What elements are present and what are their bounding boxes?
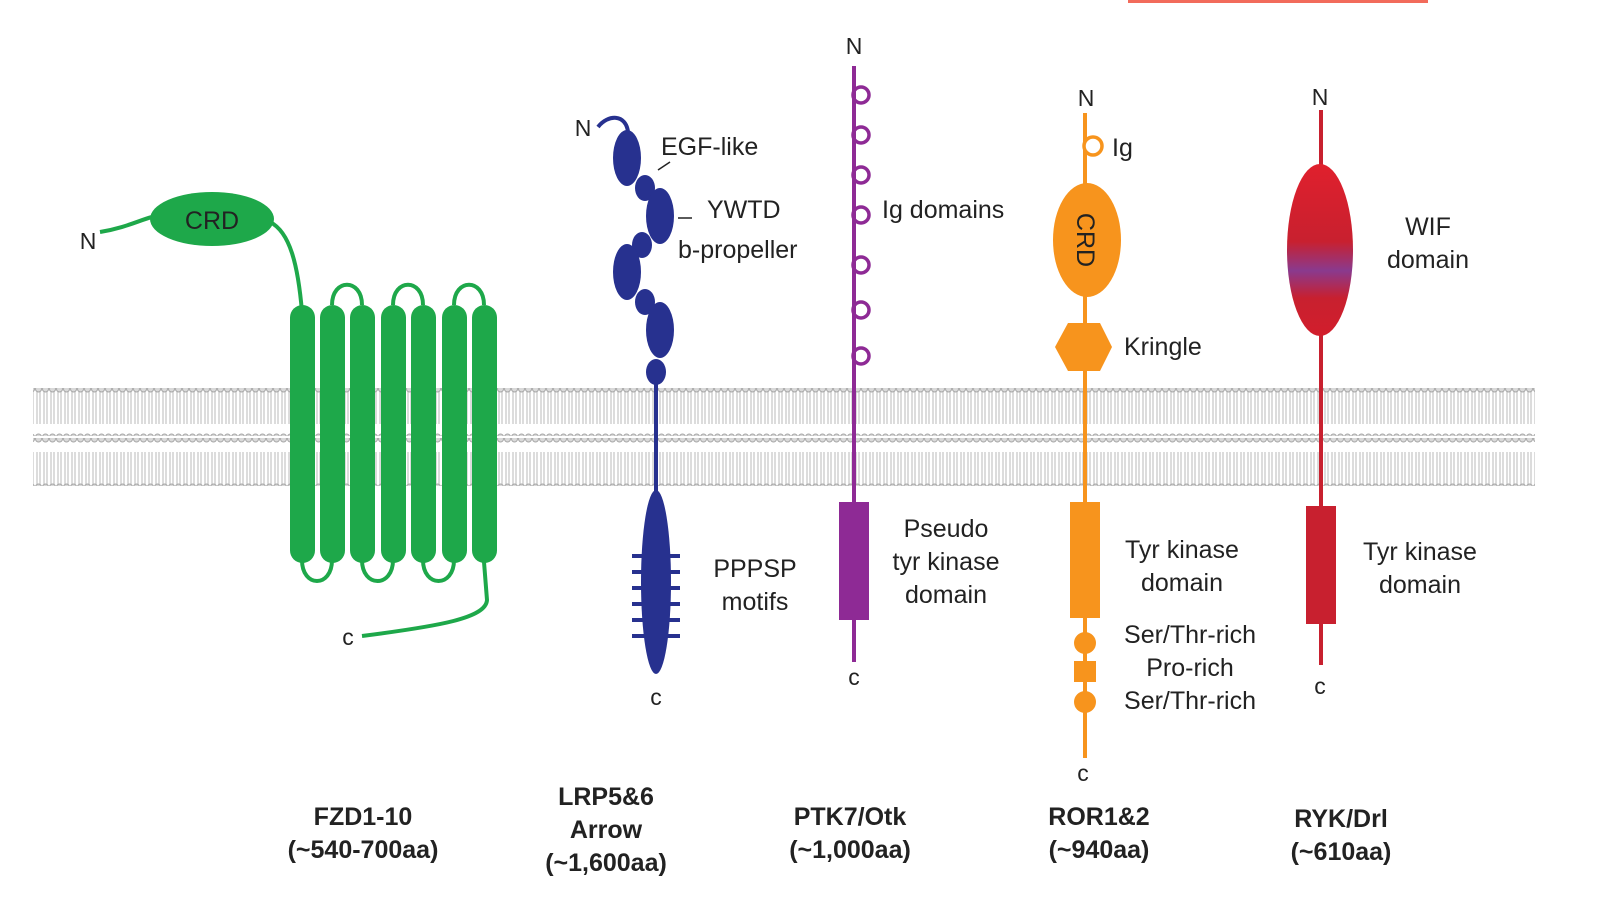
ror-c-terminus-label: c xyxy=(1077,760,1089,786)
fzd-crd-domain xyxy=(150,192,274,246)
fzd-transmembrane-helix xyxy=(442,305,467,563)
ryk-receptor: N WIF domain Tyr kinase domain c xyxy=(1287,84,1477,699)
fzd-transmembrane-helix xyxy=(381,305,406,563)
ror-ig-domain xyxy=(1082,135,1104,157)
fzd-linker xyxy=(268,220,304,313)
ryk-kinase-label-1: Tyr kinase xyxy=(1363,538,1477,566)
ptk7-n-terminus-label: N xyxy=(846,33,863,59)
fzd-name: FZD1-10 xyxy=(314,803,413,831)
ryk-size: (~610aa) xyxy=(1291,838,1392,866)
ror-motif-label-2: Pro-rich xyxy=(1146,654,1234,682)
ror-kinase-label-1: Tyr kinase xyxy=(1125,536,1239,564)
ryk-name: RYK/Drl xyxy=(1294,805,1388,833)
lrp-receptor: N EGF-like YWTD b-propeller PPPSP motifs… xyxy=(575,115,798,710)
fzd-size: (~540-700aa) xyxy=(288,836,439,864)
fzd-loop-extracellular xyxy=(391,282,425,306)
ptk7-ig-label: Ig domains xyxy=(882,196,1004,224)
lrp-alias: Arrow xyxy=(570,816,643,844)
lrp-propeller-label: b-propeller xyxy=(678,236,798,264)
ryk-tyr-kinase-domain xyxy=(1306,506,1336,624)
lrp-ywtd-propeller xyxy=(646,188,674,244)
lrp-ywtd-propeller xyxy=(613,130,641,186)
ror-size: (~940aa) xyxy=(1049,836,1150,864)
membrane-inner-leaflet xyxy=(33,438,1535,486)
lrp-egf-repeat xyxy=(646,359,666,385)
fzd-loop-intracellular xyxy=(300,559,334,583)
ror-crd-domain xyxy=(1053,183,1121,297)
ror-kinase-label-2: domain xyxy=(1141,569,1223,597)
ptk7-size: (~1,000aa) xyxy=(789,836,911,864)
ptk7-pseudo-kinase-domain xyxy=(839,502,869,620)
ryk-n-terminus-label: N xyxy=(1312,84,1329,110)
lrp-size: (~1,600aa) xyxy=(545,849,667,877)
ryk-wif-label-2: domain xyxy=(1387,246,1469,274)
ryk-wif-domain xyxy=(1287,164,1353,336)
lrp-n-terminus-label: N xyxy=(575,115,592,141)
ror-ig-label: Ig xyxy=(1112,134,1133,162)
ptk7-kinase-label-1: Pseudo xyxy=(904,515,989,543)
fzd-n-terminal-chain xyxy=(99,215,153,234)
fzd-transmembrane-helix xyxy=(472,305,497,563)
membrane-outer-leaflet xyxy=(33,388,1535,436)
fzd-transmembrane-helix xyxy=(320,305,345,563)
receptor-names: FZD1-10 (~540-700aa) LRP5&6 Arrow (~1,60… xyxy=(288,783,1392,877)
fzd-c-terminus-label: c xyxy=(342,624,354,650)
lrp-ywtd-label: YWTD xyxy=(707,196,781,224)
ror-ser-thr-rich-motif xyxy=(1074,632,1096,654)
fzd-transmembrane-helix xyxy=(350,305,375,563)
ror-motif-label-1: Ser/Thr-rich xyxy=(1124,621,1256,649)
ptk7-kinase-label-2: tyr kinase xyxy=(893,548,1000,576)
lrp-name: LRP5&6 xyxy=(558,783,654,811)
fzd-transmembrane-helix xyxy=(411,305,436,563)
fzd-receptor: CRD N c xyxy=(80,192,497,650)
lrp-n-terminal-chain xyxy=(596,115,630,133)
ror-tyr-kinase-domain xyxy=(1070,502,1100,618)
fzd-transmembrane-helix xyxy=(290,305,315,563)
ror-ser-thr-rich-motif xyxy=(1074,691,1096,713)
lrp-ppsp-motifs xyxy=(632,554,680,638)
ror-crd-label: CRD xyxy=(1071,213,1099,267)
fzd-loop-intracellular xyxy=(421,559,456,583)
ryk-kinase-label-2: domain xyxy=(1379,571,1461,599)
lrp-egf-repeat xyxy=(635,289,655,315)
ror-pro-rich-motif xyxy=(1074,661,1096,682)
ptk7-name: PTK7/Otk xyxy=(794,803,907,831)
cell-membrane xyxy=(33,388,1535,486)
lrp-ppsp-label: PPPSP xyxy=(713,555,796,583)
lrp-motifs-label: motifs xyxy=(722,588,789,616)
ptk7-kinase-label-3: domain xyxy=(905,581,987,609)
lrp-intracellular-domain xyxy=(641,490,671,674)
fzd-crd-label: CRD xyxy=(185,207,239,235)
accent-bar xyxy=(1128,0,1428,3)
ror-kringle-domain xyxy=(1055,323,1112,371)
lrp-egf-repeat xyxy=(635,175,655,201)
fzd-c-terminal-tail xyxy=(361,561,490,638)
ror-kringle-label: Kringle xyxy=(1124,333,1202,361)
ptk7-receptor: N Ig domains Pseudo tyr kinase domain c xyxy=(839,33,1004,690)
ryk-c-terminus-label: c xyxy=(1314,673,1326,699)
ryk-wif-label-1: WIF xyxy=(1405,213,1451,241)
lrp-ywtd-propeller xyxy=(646,302,674,358)
ptk7-ig-domains xyxy=(851,85,871,366)
ror-receptor: CRD N Ig Kringle Tyr kinase domain Ser/T… xyxy=(1053,85,1256,786)
lrp-ywtd-propeller xyxy=(613,244,641,300)
ror-n-terminus-label: N xyxy=(1078,85,1095,111)
lrp-c-terminus-label: c xyxy=(650,684,662,710)
fzd-loop-intracellular xyxy=(360,559,395,583)
ptk7-c-terminus-label: c xyxy=(848,664,860,690)
fzd-loop-extracellular xyxy=(452,282,486,306)
lrp-egf-pointer xyxy=(657,161,671,171)
ror-motif-label-3: Ser/Thr-rich xyxy=(1124,687,1256,715)
fzd-n-terminus-label: N xyxy=(80,228,97,254)
fzd-loop-extracellular xyxy=(330,282,364,306)
lrp-egf-repeat xyxy=(632,232,652,258)
ror-name: ROR1&2 xyxy=(1048,803,1149,831)
lrp-egf-label: EGF-like xyxy=(661,133,758,161)
